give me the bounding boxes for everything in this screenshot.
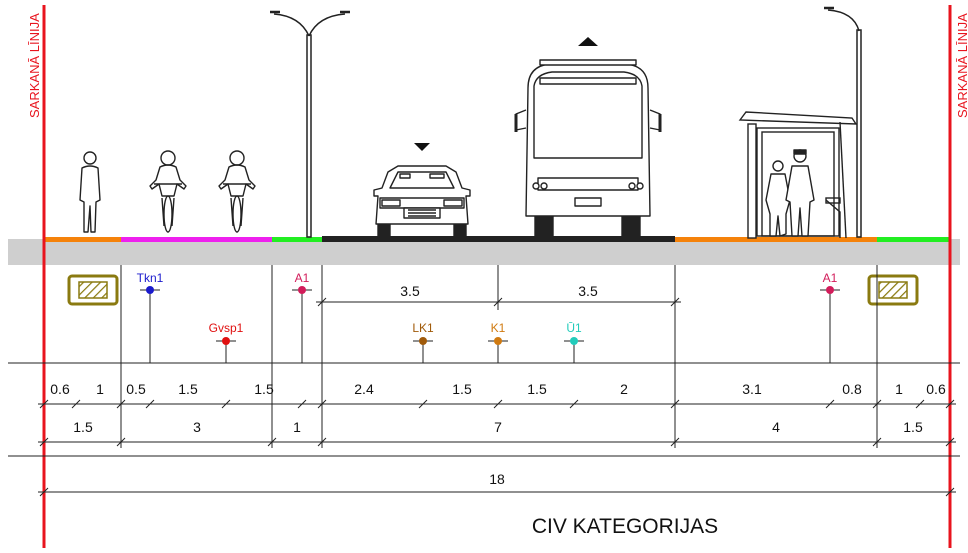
ground-band	[8, 239, 960, 265]
dim-label: 1.5	[178, 381, 198, 397]
car-icon	[373, 165, 471, 238]
dim-label: 2	[620, 381, 628, 397]
dim-label: 1.5	[73, 419, 93, 435]
utility-a1-left: A1	[292, 271, 312, 363]
lane-width-dimension	[316, 297, 681, 307]
dimension-tick	[825, 399, 835, 409]
dim-label: 1.5	[452, 381, 472, 397]
svg-text:Ū1: Ū1	[566, 321, 582, 335]
street-lamp-icon	[270, 10, 350, 238]
dimension-row-2: 1.5 3 1 7 4 1.5	[73, 419, 923, 435]
dim-label: 7	[494, 419, 502, 435]
svg-text:K1: K1	[491, 321, 506, 335]
pedestrian-icon	[79, 151, 101, 233]
dimension-tick	[569, 399, 579, 409]
lane-width-right: 3.5	[578, 283, 598, 299]
dimension-tick	[297, 399, 307, 409]
utility-u1: Ū1	[564, 321, 584, 363]
svg-text:Tkn1: Tkn1	[137, 271, 164, 285]
svg-text:A1: A1	[295, 271, 310, 285]
tree-pit-icon	[67, 274, 119, 306]
utility-gvsp1: Gvsp1	[209, 321, 244, 363]
surface-strips	[45, 236, 950, 242]
dimension-tick	[493, 399, 503, 409]
dimension-tick	[418, 399, 428, 409]
dim-label: 0.5	[126, 381, 146, 397]
dim-label: 0.6	[926, 381, 946, 397]
dimension-tick	[116, 399, 126, 409]
section-title: CIV KATEGORIJAS	[532, 515, 718, 538]
utility-lk1: LK1	[412, 321, 434, 363]
cyclist-icon	[149, 150, 187, 233]
left-green-strip	[272, 237, 322, 242]
dimension-tick	[670, 399, 680, 409]
dimension-tick	[915, 399, 925, 409]
dim-label: 2.4	[354, 381, 374, 397]
dimension-lines	[8, 362, 960, 493]
dim-label: 1.5	[527, 381, 547, 397]
dim-label: 1	[96, 381, 104, 397]
dimension-tick	[221, 399, 231, 409]
tree-pit-icon	[867, 274, 919, 306]
dimension-tick	[116, 437, 126, 447]
dim-label: 1.5	[254, 381, 274, 397]
dimension-tick	[317, 437, 327, 447]
dimension-row-1-ticks	[39, 399, 955, 409]
dim-label: 1	[293, 419, 301, 435]
dim-label: 3.1	[742, 381, 762, 397]
total-width: 18	[489, 471, 505, 487]
cyclist-icon	[218, 150, 256, 233]
utility-tkn1: Tkn1	[137, 271, 164, 363]
dim-label: 0.8	[842, 381, 862, 397]
section-lines	[120, 265, 878, 448]
dimension-row-1: 0.6 1 0.5 1.5 1.5 2.4 1.5 1.5 2 3.1 0.8 …	[50, 381, 946, 397]
dimension-tick	[71, 399, 81, 409]
carriageway-strip	[322, 236, 675, 242]
dim-label: 1	[895, 381, 903, 397]
dimension-tick	[39, 399, 49, 409]
left-sidewalk-strip	[45, 237, 121, 242]
dimension-tick	[872, 437, 882, 447]
dimension-row-2-ticks	[39, 437, 955, 447]
red-line-label-left: SARKANĀ LĪNIJA	[27, 13, 42, 118]
dim-label: 0.6	[50, 381, 70, 397]
arrow-up-icon	[578, 37, 598, 46]
dimension-total-ticks	[39, 487, 955, 497]
red-line-label-right: SARKANĀ LĪNIJA	[955, 13, 968, 118]
svg-text:A1: A1	[823, 271, 838, 285]
dimension-tick	[945, 399, 955, 409]
dimension-tick	[39, 437, 49, 447]
right-sidewalk-strip	[675, 237, 877, 242]
lane-width-left: 3.5	[400, 283, 420, 299]
utility-k1: K1	[488, 321, 508, 363]
bus-icon	[514, 59, 662, 239]
dimension-tick	[670, 437, 680, 447]
bike-lane-strip	[121, 237, 272, 242]
street-lamp-icon	[824, 6, 862, 238]
dimension-tick	[267, 437, 277, 447]
dimension-tick	[872, 399, 882, 409]
dimension-tick	[945, 437, 955, 447]
utility-a1-right: A1	[820, 271, 840, 363]
dimension-tick	[317, 399, 327, 409]
arrow-down-icon	[414, 143, 430, 151]
dim-label: 4	[772, 419, 780, 435]
right-green-strip	[877, 237, 950, 242]
svg-text:LK1: LK1	[412, 321, 434, 335]
dim-label: 3	[193, 419, 201, 435]
pedestrians-at-stop-icon	[765, 149, 815, 237]
dimension-tick	[145, 399, 155, 409]
svg-text:Gvsp1: Gvsp1	[209, 321, 244, 335]
dim-label: 1.5	[903, 419, 923, 435]
